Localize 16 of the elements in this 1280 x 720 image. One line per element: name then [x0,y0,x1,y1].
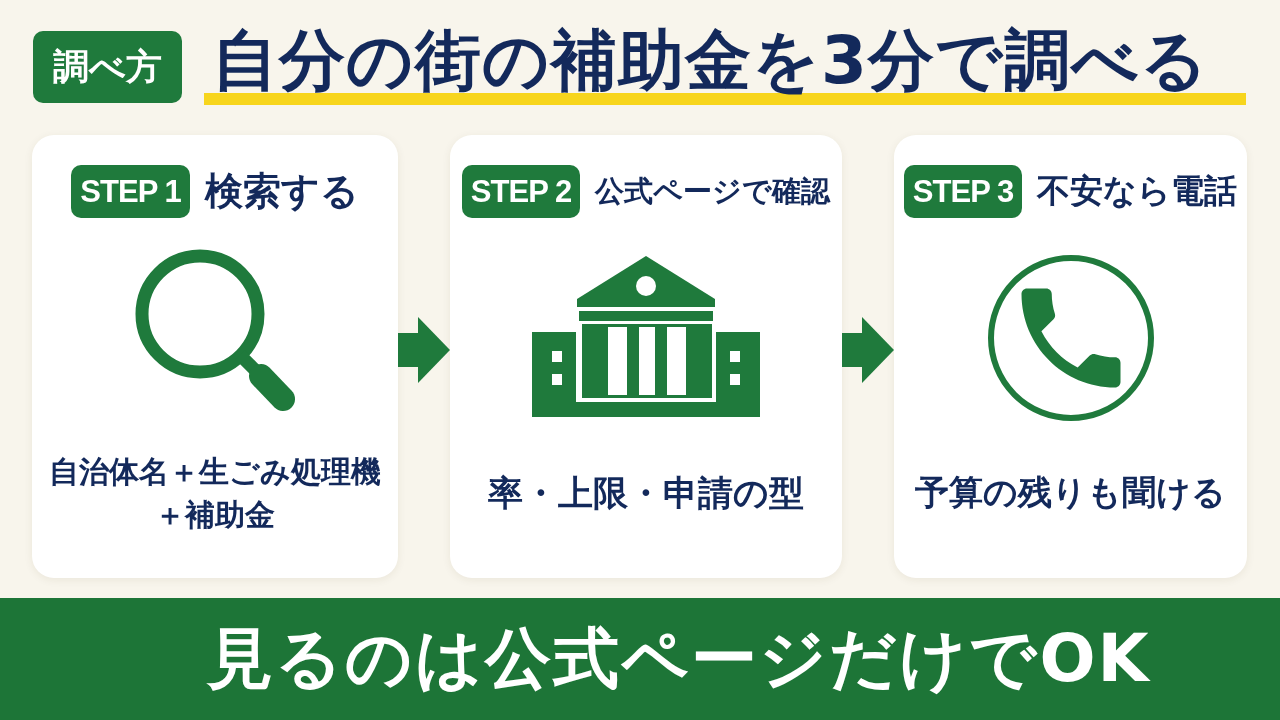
step-card [32,135,398,578]
step-description: 予算の残りも聞ける [915,471,1226,515]
step-card [894,135,1247,578]
step-badge: STEP 1 [71,165,190,218]
arrow [842,317,894,383]
step-badge: STEP 3 [903,165,1023,218]
step-description: 自治体名＋生ごみ処理機＋補助金 [48,452,382,534]
step-heading: 不安なら電話 [1037,170,1238,212]
step-heading: 公式ページで確認 [595,172,831,210]
step-card [450,135,842,578]
step-description: 率・上限・申請の型 [488,471,804,515]
step-badge: STEP 2 [461,165,581,218]
step-heading: 検索する [204,168,359,215]
arrow [398,317,450,383]
tag-badge: 調べ方 [33,31,182,103]
banner: 見るのは公式ページだけでOK [0,598,1280,720]
